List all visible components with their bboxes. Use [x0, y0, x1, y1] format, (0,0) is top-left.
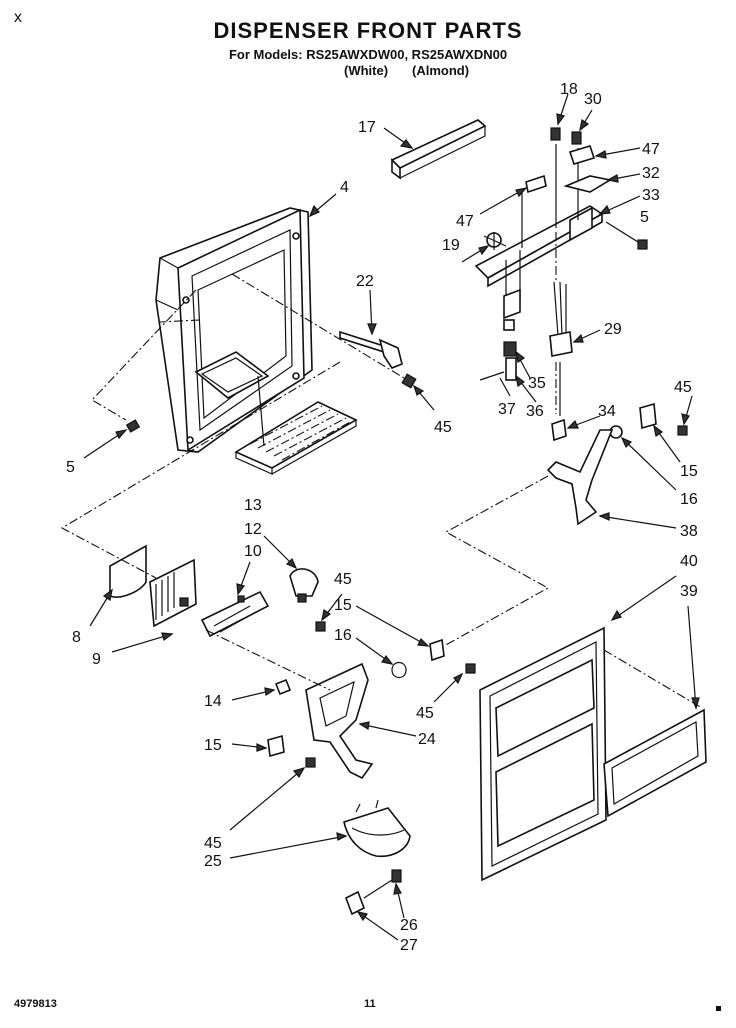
screw-5-b — [637, 239, 648, 250]
spring-16-b — [391, 661, 407, 679]
callout-33: 33 — [642, 187, 660, 204]
actuator-12 — [289, 568, 319, 603]
screw-45-c — [315, 621, 326, 632]
clip-14 — [274, 678, 292, 696]
document-number: 4979813 — [14, 998, 57, 1010]
callout-36: 36 — [526, 403, 544, 420]
callout-8: 8 — [72, 629, 81, 646]
screw-45-b — [677, 425, 688, 436]
actuator-rod-part — [339, 330, 403, 369]
callout-34: 34 — [598, 403, 616, 420]
callout-13: 13 — [244, 497, 262, 514]
mounting-bracket-part — [474, 205, 604, 320]
housing-frame-part — [155, 207, 313, 453]
callout-27: 27 — [400, 937, 418, 954]
callout-15: 15 — [204, 737, 222, 754]
callout-45: 45 — [434, 419, 452, 436]
trim-insert-39 — [603, 708, 707, 818]
callout-29: 29 — [604, 321, 622, 338]
callout-12: 12 — [244, 521, 262, 538]
corner-mark — [716, 1006, 721, 1011]
callout-25: 25 — [204, 853, 222, 870]
callout-15: 15 — [334, 597, 352, 614]
ice-lever-24 — [305, 662, 374, 780]
callout-35: 35 — [528, 375, 546, 392]
color-variant-white: (White) — [344, 63, 389, 78]
screw-45-a — [401, 373, 417, 389]
grille-part — [234, 401, 358, 475]
callout-labels: 17 4 22 5 45 13 18 30 47 32 33 47 5 19 2… — [66, 81, 698, 954]
water-lever-38 — [546, 429, 614, 526]
cover-8 — [109, 544, 147, 598]
cap-27 — [344, 890, 366, 916]
callout-38: 38 — [680, 523, 698, 540]
page-number: 11 — [364, 998, 376, 1010]
screw-45-e — [305, 757, 316, 768]
callout-17: 17 — [358, 119, 376, 136]
screw-30 — [571, 131, 582, 145]
callout-14: 14 — [204, 693, 222, 710]
page-title: DISPENSER FRONT PARTS — [213, 18, 523, 43]
callout-4: 4 — [340, 179, 349, 196]
callout-10: 10 — [244, 543, 262, 560]
screw-5-a — [125, 419, 141, 433]
screw-18 — [550, 127, 561, 141]
plunger-34 — [551, 418, 567, 442]
funnel-25 — [343, 799, 411, 858]
bracket-10 — [200, 590, 270, 638]
callout-47: 47 — [456, 213, 474, 230]
callout-39: 39 — [680, 583, 698, 600]
callout-47: 47 — [642, 141, 660, 158]
callout-45: 45 — [334, 571, 352, 588]
actuator-stack-35-37 — [479, 319, 517, 381]
callout-45: 45 — [416, 705, 434, 722]
callout-24: 24 — [418, 731, 436, 748]
clip-15-b — [429, 638, 445, 662]
clip-15-c — [267, 734, 285, 758]
callout-30: 30 — [584, 91, 602, 108]
clip-47-b — [525, 174, 547, 194]
callout-16: 16 — [334, 627, 352, 644]
callout-32: 32 — [642, 165, 660, 182]
model-list: For Models: RS25AWXDW00, RS25AWXDN00 — [228, 47, 508, 62]
alignment-lines — [60, 232, 703, 709]
switch-housing-9 — [149, 558, 197, 628]
corner-mark: x — [14, 9, 22, 26]
trim-strip-part — [390, 119, 487, 180]
callout-18: 18 — [560, 81, 578, 98]
callout-5: 5 — [640, 209, 649, 226]
wire-harness-29 — [549, 281, 573, 357]
callout-16: 16 — [680, 491, 698, 508]
clip-15-a — [639, 402, 657, 430]
callout-15: 15 — [680, 463, 698, 480]
callout-19: 19 — [442, 237, 460, 254]
lever-19 — [483, 232, 507, 250]
callout-37: 37 — [498, 401, 516, 418]
callout-5: 5 — [66, 459, 75, 476]
callout-40: 40 — [680, 553, 698, 570]
callout-45: 45 — [674, 379, 692, 396]
front-panel-40 — [479, 626, 607, 882]
callout-22: 22 — [356, 273, 374, 290]
clip-47-a — [568, 145, 596, 165]
callout-26: 26 — [400, 917, 418, 934]
callout-45: 45 — [204, 835, 222, 852]
screw-26 — [391, 869, 402, 883]
screw-45-d — [465, 663, 476, 674]
switch-32 — [563, 175, 613, 193]
callout-9: 9 — [92, 651, 101, 668]
color-variant-almond: (Almond) — [412, 63, 470, 78]
